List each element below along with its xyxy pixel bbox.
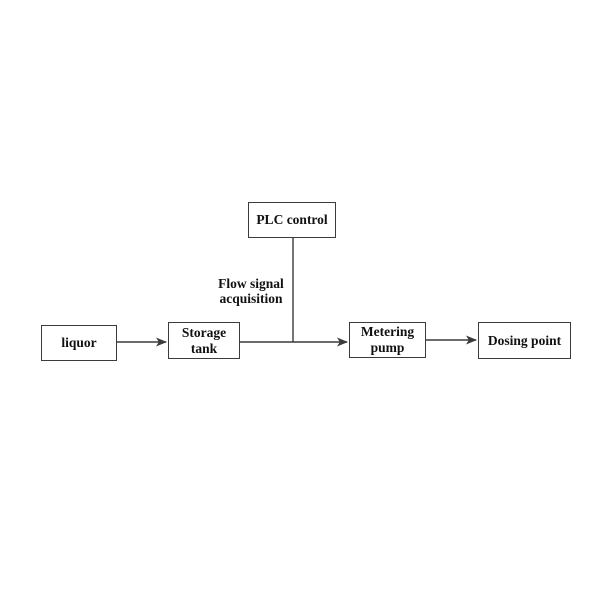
- node-metering-pump: Metering pump: [349, 322, 426, 358]
- edge-label-flow-signal-acquisition: Flow signal acquisition: [218, 276, 284, 306]
- node-dosing-point: Dosing point: [478, 322, 571, 359]
- node-liquor: liquor: [41, 325, 117, 361]
- node-plc-control: PLC control: [248, 202, 336, 238]
- node-storage-tank: Storage tank: [168, 322, 240, 359]
